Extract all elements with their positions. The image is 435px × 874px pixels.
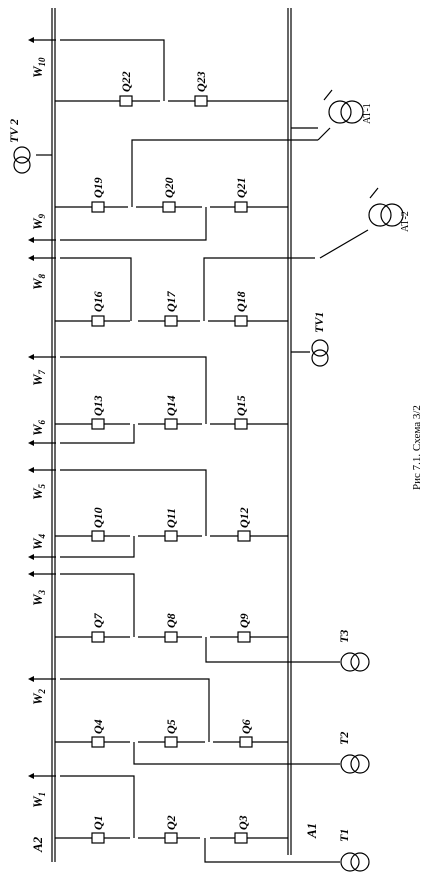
breaker-q16 — [91, 315, 105, 327]
label-w3: W3 — [30, 589, 47, 606]
voltage-transformer-tv1 — [291, 339, 329, 367]
transformer-t2 — [330, 754, 370, 774]
label-w5: W5 — [30, 483, 47, 500]
label-w1: W1 — [30, 792, 47, 808]
breaker-q4 — [91, 736, 105, 748]
label-q9: Q9 — [237, 613, 251, 628]
label-w2: W2 — [30, 688, 47, 705]
breaker-q23 — [194, 95, 208, 107]
breaker-q17 — [164, 315, 178, 327]
breaker-q3 — [234, 832, 248, 844]
breaker-q1 — [91, 832, 105, 844]
label-q19: Q19 — [91, 177, 105, 198]
breaker-q20 — [162, 201, 176, 213]
label-q14: Q14 — [164, 395, 178, 416]
label-tv2: TV 2 — [7, 119, 21, 143]
label-w10: W10 — [30, 57, 47, 78]
label-q12: Q12 — [237, 507, 251, 528]
breaker-q21 — [234, 201, 248, 213]
breaker-q19 — [91, 201, 105, 213]
breaker-q10 — [91, 530, 105, 542]
label-q10: Q10 — [91, 507, 105, 528]
label-bus-a2: А2 — [30, 836, 45, 853]
label-q11: Q11 — [164, 508, 178, 528]
transformer-t1 — [330, 852, 370, 872]
label-tv1: TV1 — [312, 312, 326, 333]
breaker-q12 — [237, 530, 251, 542]
autotransformer-at2 — [368, 187, 404, 227]
label-w6: W6 — [30, 419, 47, 436]
label-q2: Q2 — [164, 815, 178, 830]
label-q13: Q13 — [91, 395, 105, 416]
label-q17: Q17 — [164, 290, 178, 312]
autotransformer-at1 — [291, 89, 364, 129]
label-q7: Q7 — [91, 612, 105, 628]
label-q4: Q4 — [91, 719, 105, 734]
label-q3: Q3 — [236, 815, 250, 830]
breaker-q22 — [119, 95, 133, 107]
breaker-q5 — [164, 736, 178, 748]
breaker-q9 — [237, 631, 251, 643]
breaker-q2 — [164, 832, 178, 844]
label-q5: Q5 — [164, 719, 178, 734]
figure-caption: Рис 7.1. Схема 3/2 — [411, 405, 423, 490]
label-w4: W4 — [30, 533, 47, 550]
label-q21: Q21 — [234, 177, 248, 198]
label-at2: АТ-2 — [400, 211, 411, 232]
label-at1: АТ-1 — [362, 103, 373, 124]
label-w9: W9 — [30, 213, 47, 230]
label-q8: Q8 — [164, 613, 178, 628]
label-bus-a1: А1 — [304, 823, 319, 839]
label-q15: Q15 — [234, 395, 248, 416]
label-q22: Q22 — [119, 71, 133, 92]
label-t1: T1 — [337, 829, 351, 842]
breaker-q18 — [234, 315, 248, 327]
label-q16: Q16 — [91, 291, 105, 312]
breaker-q14 — [164, 418, 178, 430]
label-q1: Q1 — [91, 815, 105, 830]
voltage-transformer-tv2 — [13, 146, 52, 174]
label-t3: T3 — [337, 630, 351, 643]
breaker-q15 — [234, 418, 248, 430]
label-w8: W8 — [30, 273, 47, 290]
label-w7: W7 — [30, 369, 47, 386]
label-t2: T2 — [337, 732, 351, 745]
breaker-q6 — [239, 736, 253, 748]
breaker-q7 — [91, 631, 105, 643]
label-q23: Q23 — [194, 71, 208, 92]
breaker-q13 — [91, 418, 105, 430]
label-q6: Q6 — [239, 719, 253, 734]
label-q20: Q20 — [162, 177, 176, 198]
label-q18: Q18 — [234, 291, 248, 312]
breaker-q8 — [164, 631, 178, 643]
transformer-t3 — [330, 652, 370, 672]
breaker-q11 — [164, 530, 178, 542]
